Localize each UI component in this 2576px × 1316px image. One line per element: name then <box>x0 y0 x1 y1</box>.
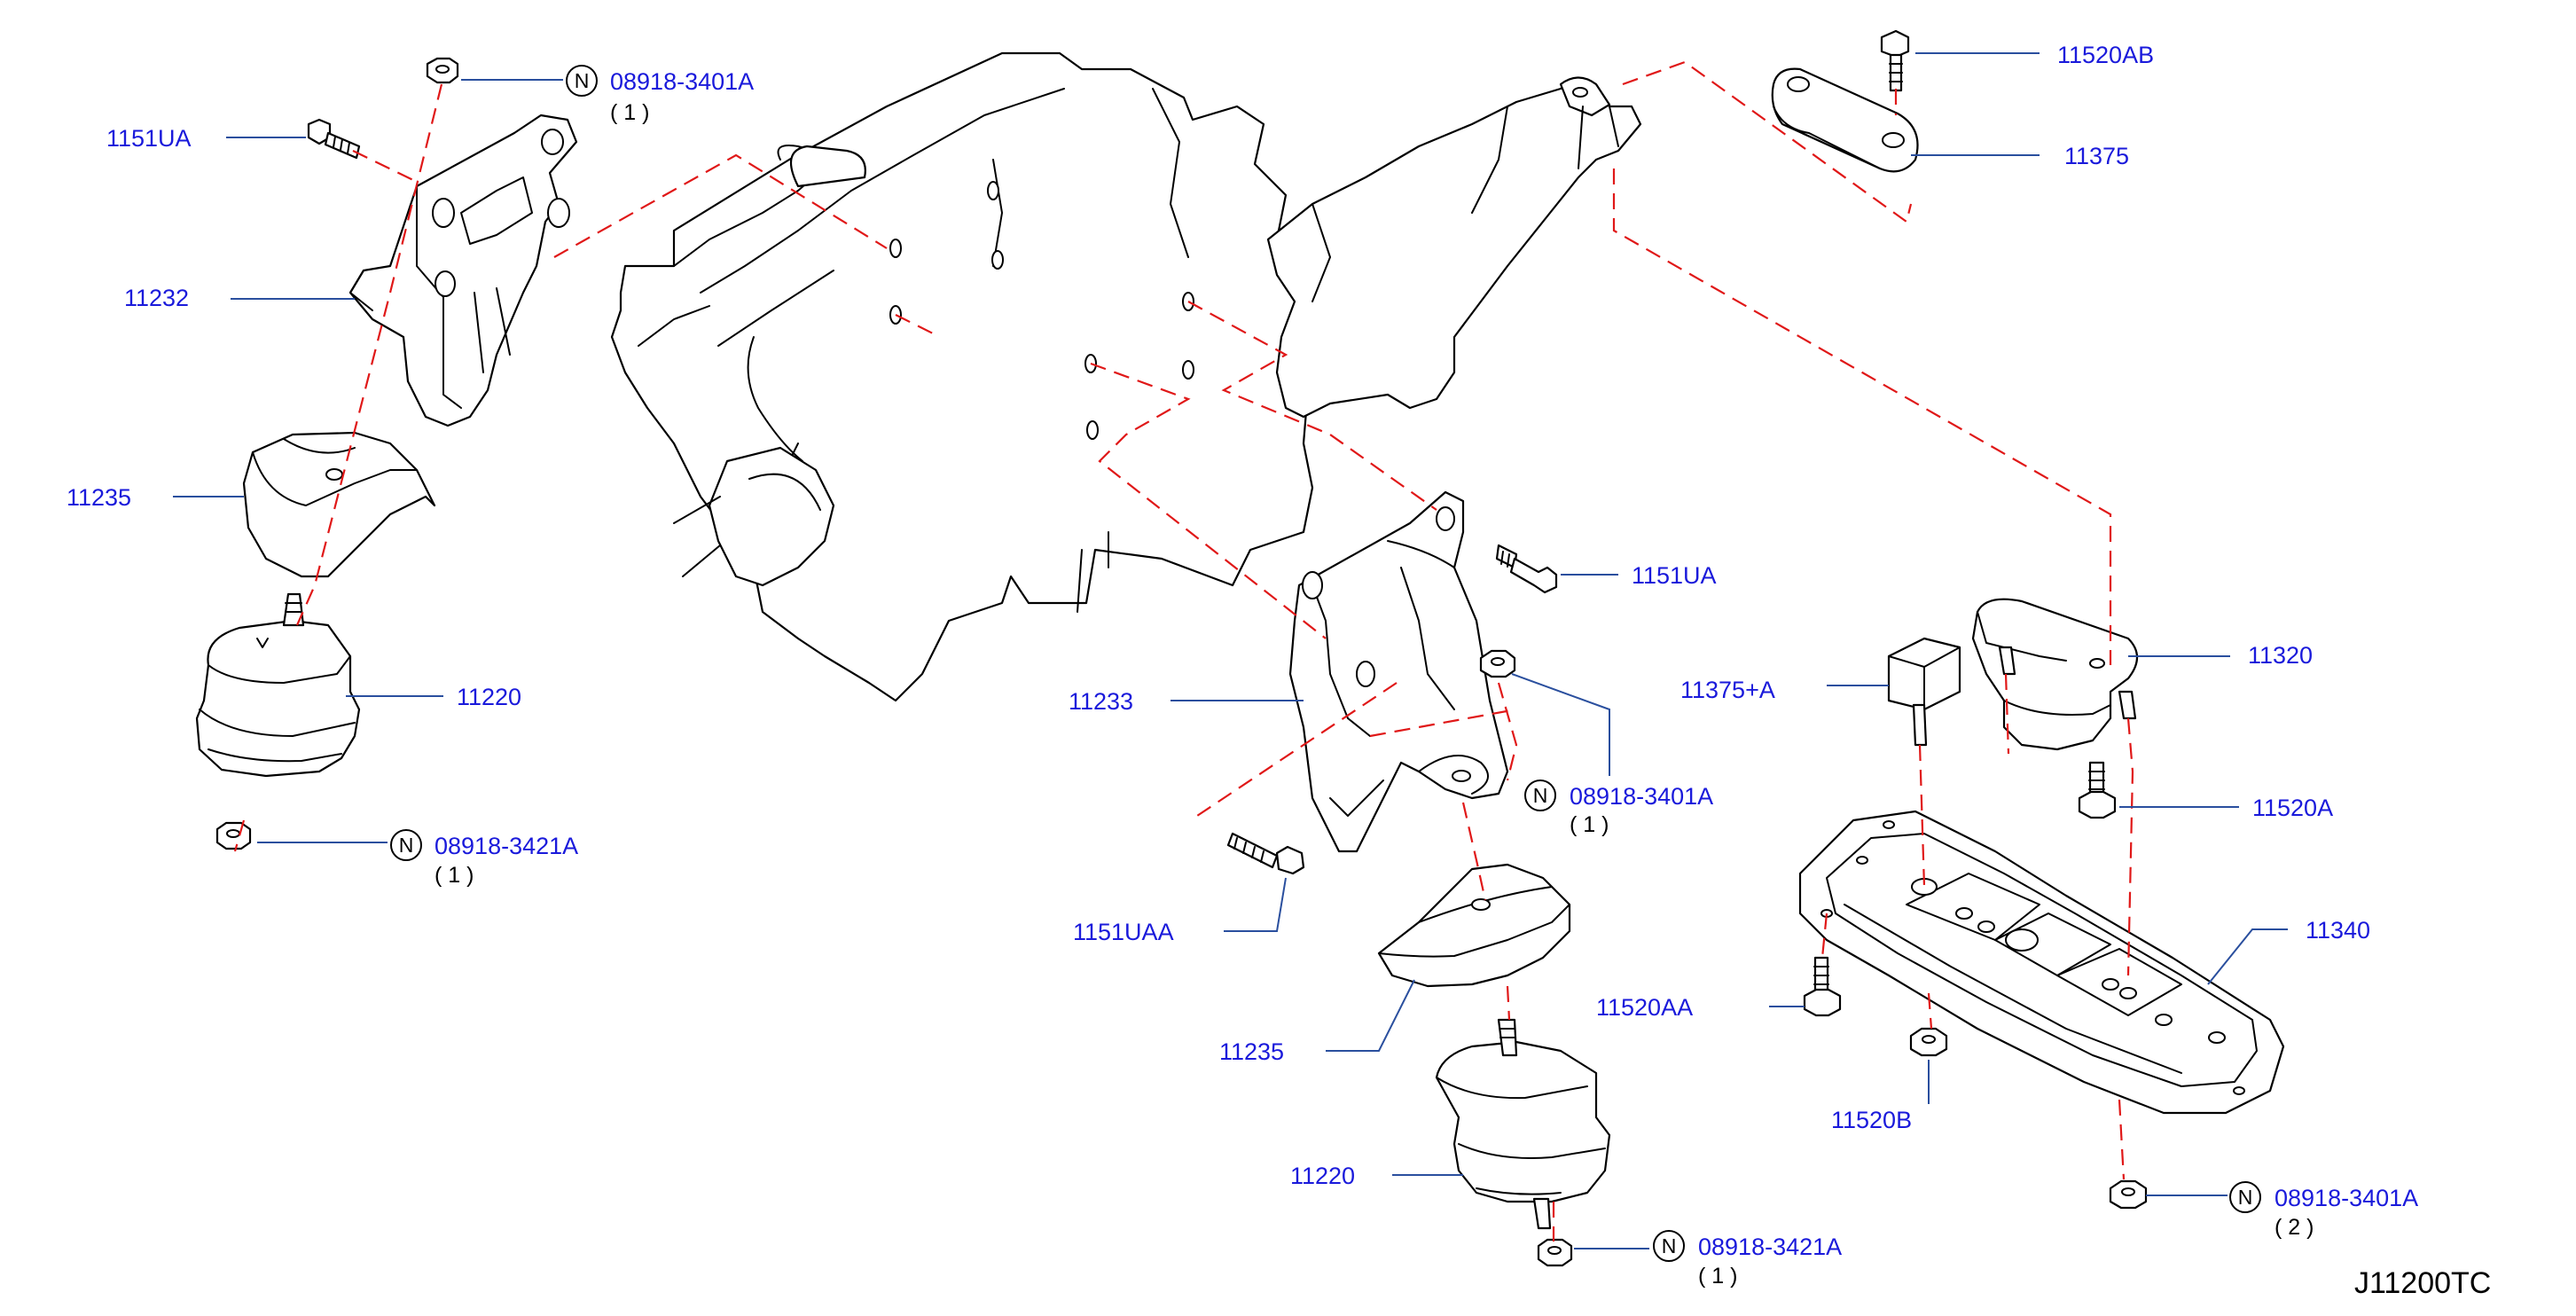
assembly-dash-line-8 <box>1196 682 1398 817</box>
part-label-11375: 11375 <box>2064 143 2129 169</box>
part-label-11340: 11340 <box>2306 917 2370 944</box>
leader-line-11 <box>1511 673 1610 776</box>
part-label-1151UAA: 1151UAA <box>1073 919 1174 945</box>
n-circle-icon <box>566 65 598 97</box>
nut-08918-3421A-left <box>215 821 252 850</box>
assembly-dash-line-21 <box>1820 913 1828 959</box>
engine-mount-11220-left <box>195 592 361 778</box>
assembly-dash-line-3 <box>352 150 418 183</box>
n-circle-icon <box>1524 779 1556 811</box>
assembly-dash-line-4 <box>553 153 888 258</box>
assembly-dash-line-2 <box>233 819 246 852</box>
quantity-label: ( 1 ) <box>1570 812 1609 837</box>
leader-line-12 <box>1224 877 1287 932</box>
quantity-label: ( 1 ) <box>610 100 649 125</box>
n-circle-icon <box>1653 1230 1685 1262</box>
assembly-dash-line-20 <box>2118 1099 2126 1180</box>
n-prefix: N <box>399 834 414 857</box>
diagram-code: J11200TC <box>2354 1266 2491 1300</box>
nut-08918-3401A-top <box>426 57 459 84</box>
nut-08918-3401A-right <box>2109 1179 2148 1210</box>
assembly-dash-line-22 <box>1927 992 1933 1030</box>
engine-block-drawing <box>610 51 1314 702</box>
n-circle-icon <box>2229 1181 2261 1213</box>
bracket-11232 <box>348 114 578 427</box>
bolt-1151UAA <box>1226 832 1305 875</box>
part-label: 08918-3421A <box>1698 1234 1842 1260</box>
part-label-1151UA-center: 1151UA <box>1632 562 1717 589</box>
bolt-1151UA-left <box>307 118 361 160</box>
nut-08918-3401A-center <box>1479 649 1516 678</box>
assembly-dash-line-1 <box>295 83 443 626</box>
assembly-dash-line-5 <box>1187 301 1437 511</box>
part-label-11232: 11232 <box>124 285 189 311</box>
mounting-rod-11375 <box>1771 67 1919 173</box>
engine-mount-11220-center <box>1435 1018 1611 1230</box>
part-label-11220-left: 11220 <box>457 684 521 710</box>
assembly-dash-line-14 <box>1622 60 1913 223</box>
leader-line-13 <box>1326 979 1415 1052</box>
part-label: 08918-3421A <box>435 833 578 859</box>
assembly-dash-line-12 <box>1506 985 1511 1021</box>
n-prefix: N <box>1662 1234 1677 1257</box>
quantity-label: ( 1 ) <box>1698 1264 1737 1289</box>
quantity-label: ( 2 ) <box>2275 1215 2314 1240</box>
quantity-label: ( 1 ) <box>435 863 474 888</box>
callout-08918-3421A-center: N 08918-3421A ( 1 ) <box>1653 1230 1842 1289</box>
part-label-11320: 11320 <box>2248 642 2313 669</box>
bolt-11520A <box>2078 761 2117 819</box>
n-circle-icon <box>390 829 422 861</box>
insulator-heat-shield-11235-center <box>1377 863 1571 988</box>
damper-block-11375A <box>1887 637 1961 747</box>
transmission-drawing <box>1266 76 1642 419</box>
bolt-11520AA <box>1803 956 1842 1017</box>
leader-line-19 <box>2207 928 2288 985</box>
part-label: 08918-3401A <box>2275 1185 2418 1211</box>
part-label-11375-plus-A: 11375+A <box>1680 677 1775 703</box>
assembly-dash-line-19 <box>2126 717 2134 976</box>
assembly-dash-line-11 <box>1461 802 1487 901</box>
part-label-11233: 11233 <box>1069 688 1133 715</box>
bolt-11520AB <box>1880 29 1910 92</box>
part-label-11220-center: 11220 <box>1290 1163 1355 1189</box>
part-label-11520AA: 11520AA <box>1596 994 1693 1021</box>
bracket-11233 <box>1288 490 1509 853</box>
assembly-dash-line-18 <box>2004 673 2010 755</box>
assembly-dash-line-7 <box>895 314 941 338</box>
nut-11520B <box>1909 1027 1948 1057</box>
bolt-1151UA-center <box>1495 544 1558 594</box>
assembly-dashed-lines <box>233 60 2134 1242</box>
part-label-1151UA-left: 1151UA <box>106 125 192 152</box>
part-label: 08918-3401A <box>610 68 754 95</box>
part-label: 08918-3401A <box>1570 783 1713 810</box>
n-prefix: N <box>2238 1186 2253 1209</box>
nut-08918-3421A-center <box>1537 1238 1573 1267</box>
crossmember-11340 <box>1798 810 2285 1115</box>
insulator-heat-shield-11235-left <box>242 431 436 578</box>
n-prefix: N <box>1533 784 1548 807</box>
part-label-11520A: 11520A <box>2252 795 2333 821</box>
assembly-dash-line-15 <box>1612 168 2112 665</box>
assembly-dash-line-6 <box>1090 362 1327 639</box>
part-label-11520AB: 11520AB <box>2057 42 2154 68</box>
callout-08918-3401A-right: N 08918-3401A ( 2 ) <box>2229 1181 2418 1240</box>
part-label-11235-center: 11235 <box>1219 1038 1284 1065</box>
part-label-11235-left: 11235 <box>67 484 131 511</box>
callout-leader-lines <box>173 52 2288 1249</box>
callout-08918-3401A-center: N 08918-3401A ( 1 ) <box>1524 779 1713 837</box>
n-prefix: N <box>575 69 590 92</box>
assembly-dash-line-10 <box>1497 682 1518 781</box>
callout-08918-3401A-top: N 08918-3401A ( 1 ) <box>566 65 754 125</box>
rear-mount-11320 <box>1971 598 2139 751</box>
part-label-11520B: 11520B <box>1831 1107 1912 1133</box>
callout-08918-3421A-left: N 08918-3421A ( 1 ) <box>390 829 578 888</box>
